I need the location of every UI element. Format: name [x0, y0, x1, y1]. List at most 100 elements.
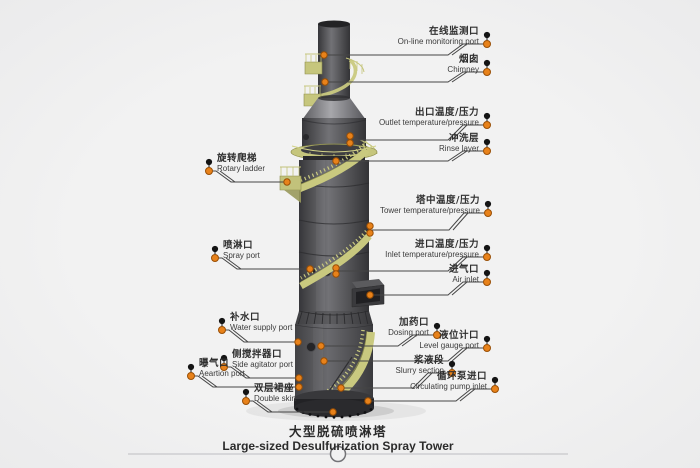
- pin-dot-slurry-section: [448, 369, 456, 377]
- pin-head-inlet-temperature-pressure: [483, 244, 491, 252]
- pin-dot-dosing-port: [433, 331, 441, 339]
- label-rotary-ladder-cn: 旋转爬梯: [217, 153, 258, 164]
- pin-markers: [187, 31, 499, 416]
- label-dosing-port-en: Dosing port: [388, 328, 429, 337]
- leader-outlet-temperature-pressure: [352, 124, 487, 141]
- pin-head-rinse-layer: [483, 138, 491, 146]
- label-inlet-temperature-pressure-cn: 进口温度/压力: [415, 239, 479, 250]
- pin-head-spray-port: [211, 245, 219, 253]
- label-double-skirt-en: Double skirt: [254, 394, 297, 403]
- leader-rotary-ladder-slash: [219, 170, 236, 183]
- pin-dot-side-agitator-port: [220, 363, 228, 371]
- attach-dot-inlet-temperature-pressure-1: [332, 270, 340, 278]
- label-tower-temperature-pressure-cn: 塔中温度/压力: [416, 195, 480, 206]
- attach-dot-rinse-layer: [332, 157, 340, 165]
- label-outlet-temperature-pressure-cn: 出口温度/压力: [415, 107, 479, 118]
- skirt-transition: [295, 310, 373, 327]
- pin-dot-double-skirt: [242, 397, 250, 405]
- leader-side-agitator-port-slash: [234, 366, 251, 379]
- leader-inlet-temperature-pressure: [338, 256, 487, 272]
- pin-dot-rinse-layer: [483, 147, 491, 155]
- attach-dot-spray-port: [306, 265, 314, 273]
- label-chimney-cn: 烟囱: [458, 54, 479, 65]
- pin-head-double-skirt: [242, 388, 250, 396]
- leader-outlet-temperature-pressure-slash: [451, 124, 468, 141]
- leader-level-gauge-port-slash: [451, 347, 468, 362]
- pin-head-aeration-port: [187, 363, 195, 371]
- pager-dot[interactable]: [329, 445, 347, 463]
- attach-dot-rotary-ladder: [283, 178, 291, 186]
- leader-air-inlet: [370, 281, 487, 296]
- leader-tower-temperature-pressure-slash: [452, 212, 469, 231]
- leader-level-gauge-port: [324, 347, 487, 362]
- label-aeration-port-cn: 曝气口: [199, 358, 230, 369]
- leader-double-skirt-slash: [256, 400, 273, 413]
- leader-inlet-temperature-pressure-slash: [451, 256, 468, 272]
- label-aeration-port-en: Aeartion port: [199, 369, 245, 378]
- pin-head-air-inlet: [483, 269, 491, 277]
- pin-dot-air-inlet: [483, 278, 491, 286]
- label-spray-port-cn: 喷淋口: [223, 240, 254, 251]
- leader-slurry-section: [341, 372, 452, 389]
- label-level-gauge-port-en: Level gauge port: [419, 341, 479, 350]
- attach-dot-double-skirt: [329, 408, 337, 416]
- label-slurry-section-cn: 浆液段: [413, 355, 444, 366]
- label-online-monitoring-port-en: On-line monitoring port: [397, 37, 479, 46]
- pin-head-rotary-ladder: [205, 158, 213, 166]
- pin-dot-outlet-temperature-pressure: [483, 121, 491, 129]
- attach-dot-tower-temperature-pressure-0: [366, 222, 374, 230]
- pin-head-chimney: [483, 59, 491, 67]
- leader-dosing-port-slash: [401, 334, 418, 347]
- label-spray-port-en: Spray port: [223, 251, 260, 260]
- spiral-staircase-upper: [279, 140, 372, 290]
- attach-dot-circulating-pump-inlet: [364, 397, 372, 405]
- label-dosing-port-cn: 加药口: [398, 317, 429, 328]
- leader-tower-temperature-pressure: [372, 212, 488, 231]
- pin-dot-tower-temperature-pressure: [484, 209, 492, 217]
- label-circulating-pump-inlet-cn: 循环泵进口: [436, 371, 487, 382]
- leader-chimney-slash: [451, 71, 468, 83]
- leader-rinse-layer: [336, 150, 487, 162]
- pin-dot-circulating-pump-inlet: [491, 385, 499, 393]
- attach-dot-chimney: [321, 78, 329, 86]
- attach-dot-level-gauge-port: [320, 357, 328, 365]
- pin-dot-level-gauge-port: [483, 344, 491, 352]
- title-cn: 大型脱硫喷淋塔: [288, 424, 387, 439]
- attach-dot-air-inlet: [366, 291, 374, 299]
- pin-dot-water-supply-port: [218, 326, 226, 334]
- label-inlet-temperature-pressure-en: Inlet temperature/pressure: [385, 250, 479, 259]
- label-side-agitator-port-cn: 侧搅拌器口: [232, 349, 283, 360]
- attach-dot-slurry-section: [337, 384, 345, 392]
- attach-dot-dosing-port: [317, 342, 325, 350]
- attach-dot-outlet-temperature-pressure-0: [346, 132, 354, 140]
- attach-dot-side-agitator-port: [295, 374, 303, 382]
- pin-head-online-monitoring-port: [483, 31, 491, 39]
- leader-circulating-pump-inlet-slash: [459, 388, 476, 402]
- label-rinse-layer-en: Rinse layer: [438, 144, 479, 153]
- label-water-supply-port-en: Water supply port: [230, 323, 293, 332]
- label-level-gauge-port-cn: 液位计口: [438, 330, 479, 341]
- label-air-inlet-cn: 进气口: [448, 264, 479, 275]
- pin-dot-rotary-ladder: [205, 167, 213, 175]
- pin-head-water-supply-port: [218, 317, 226, 325]
- leader-circulating-pump-inlet: [368, 388, 495, 402]
- label-air-inlet-en: Air inlet: [452, 275, 479, 284]
- attach-dot-inlet-temperature-pressure-0: [332, 264, 340, 272]
- leader-water-supply-port-slash: [232, 329, 249, 343]
- pin-dot-spray-port: [211, 254, 219, 262]
- pin-head-tower-temperature-pressure: [484, 200, 492, 208]
- cone-transition: [302, 95, 366, 120]
- label-circulating-pump-inlet-en: Circulating pump inlet: [410, 382, 487, 391]
- diagram-title: 大型脱硫喷淋塔 Large-sized Desulfurization Spra…: [148, 425, 528, 453]
